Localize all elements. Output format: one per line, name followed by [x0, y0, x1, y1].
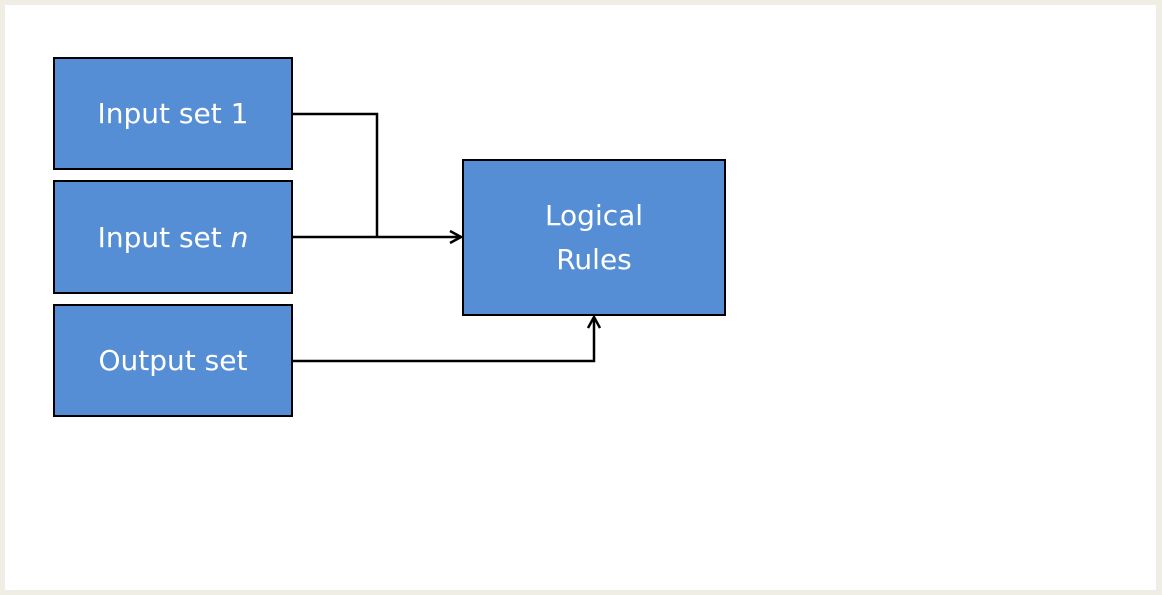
node-input-set-n-variable: n	[230, 220, 249, 254]
node-logical-rules: Logical Rules	[462, 159, 726, 316]
node-logical-rules-label: Logical Rules	[544, 198, 644, 276]
node-output-set: Output set	[53, 304, 293, 417]
node-output-set-label: Output set	[98, 344, 248, 377]
node-input-set-1: Input set 1	[53, 57, 293, 170]
node-input-set-n: Input set n	[53, 180, 293, 294]
edge-output-to-rules	[293, 317, 594, 363]
edge-input-1-to-rules	[293, 112, 379, 237]
node-input-set-n-label: Input set n	[98, 221, 249, 254]
node-input-set-n-prefix: Input set	[97, 220, 231, 254]
node-input-set-1-label: Input set 1	[97, 97, 249, 130]
